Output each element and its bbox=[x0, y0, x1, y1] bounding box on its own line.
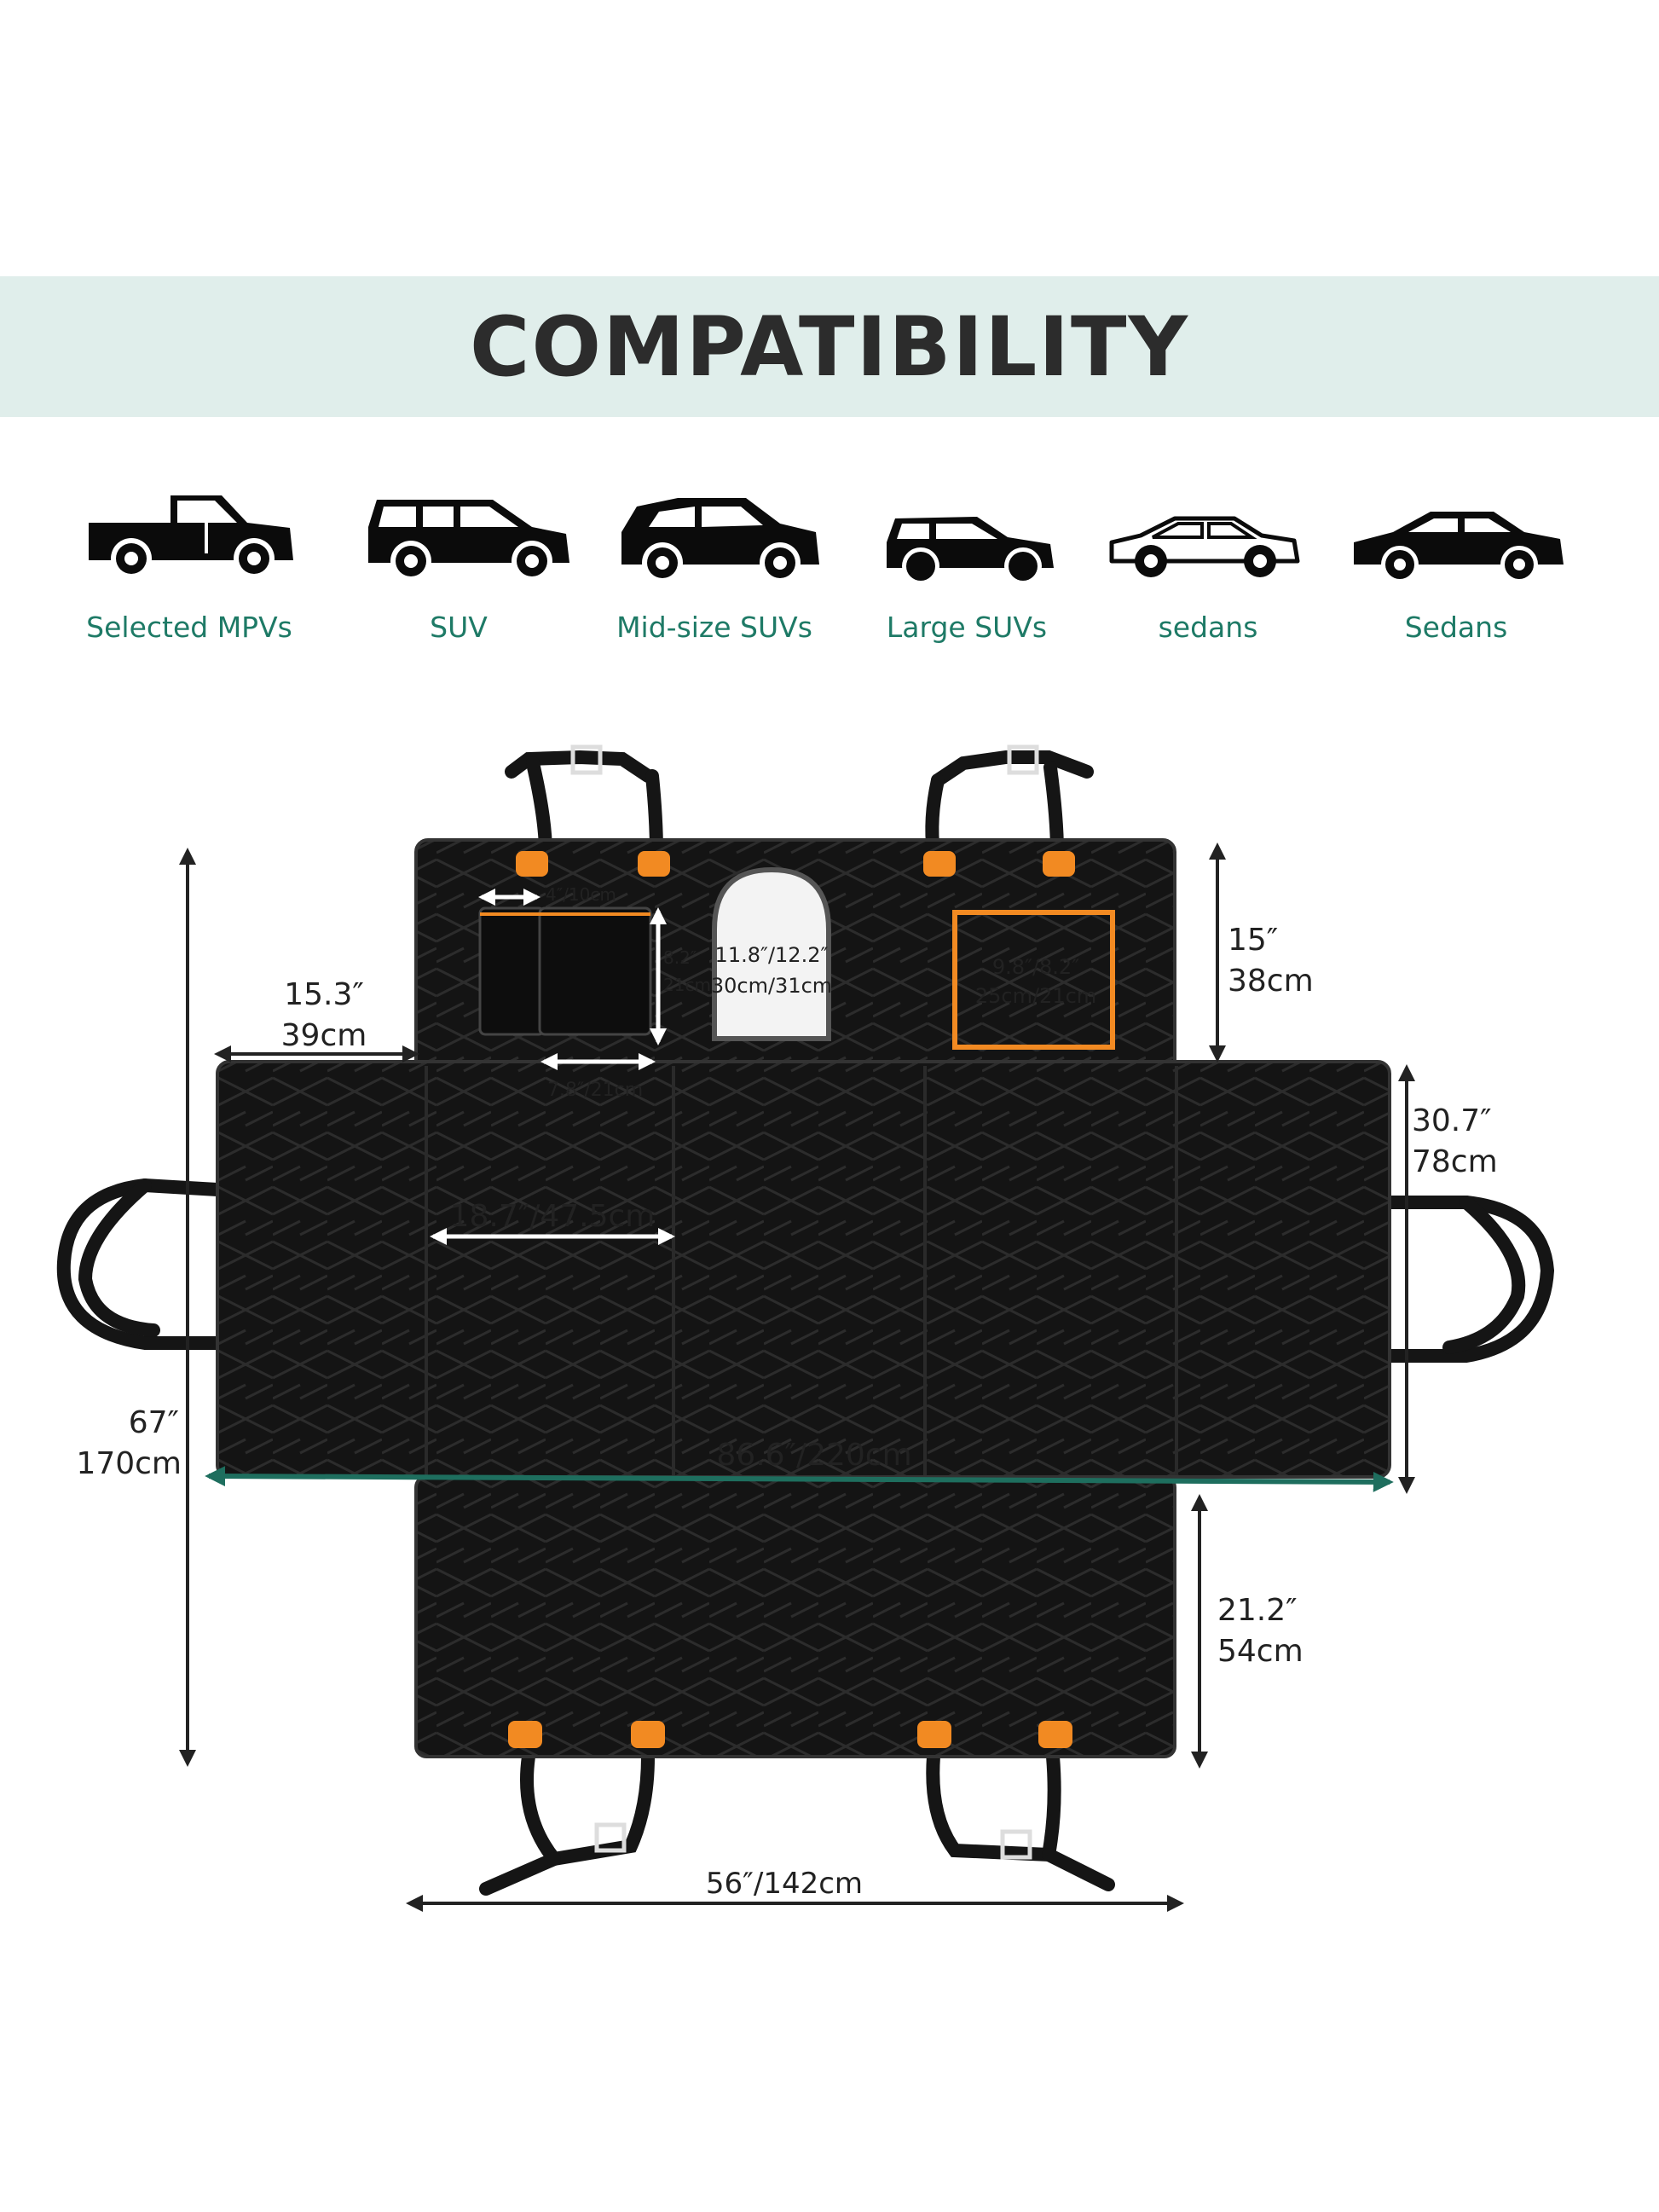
large-suv-icon bbox=[883, 513, 1058, 589]
label-velcro-in: 9.8″/8.2″ bbox=[992, 955, 1079, 979]
label-bottom-width: 56″/142cm bbox=[706, 1867, 863, 1901]
compatibility-banner: COMPATIBILITY bbox=[0, 276, 1659, 417]
midsize-suv-icon bbox=[618, 495, 823, 588]
label-total-length-cm: 170cm bbox=[76, 1446, 182, 1481]
label-front-flap-in: 21.2″ bbox=[1217, 1593, 1298, 1628]
vehicle-label-midsize-suv: Mid-size SUVs bbox=[616, 611, 812, 644]
label-side-flap-cm: 39cm bbox=[281, 1018, 367, 1053]
bottom-strap-right bbox=[926, 1750, 1115, 1891]
vehicle-label-suv: SUV bbox=[430, 611, 488, 644]
label-pocket-height-cm: 21cm bbox=[663, 975, 711, 995]
vehicle-label-sedans: Sedans bbox=[1404, 611, 1508, 644]
vehicle-label-sedans-lower: sedans bbox=[1158, 611, 1258, 644]
velcro-area bbox=[952, 910, 1115, 1050]
sedan-icon bbox=[1349, 505, 1570, 587]
side-strap-right bbox=[1383, 1196, 1555, 1363]
banner-title: COMPATIBILITY bbox=[470, 298, 1189, 395]
label-pocket-height-in: 8.2″ bbox=[663, 947, 697, 968]
orange-anchor-tabs bbox=[508, 851, 1075, 1748]
label-total-width: 86.6″/220cm bbox=[716, 1438, 911, 1473]
label-pocket-width: 7.8″/21cm bbox=[547, 1080, 643, 1101]
label-backrest-height-in: 15″ bbox=[1228, 923, 1278, 958]
vehicle-label-mpv: Selected MPVs bbox=[86, 611, 292, 644]
vehicle-label-large-suv: Large SUVs bbox=[886, 611, 1048, 644]
seat-panel bbox=[216, 1060, 1391, 1479]
label-window-in: 11.8″/12.2″ bbox=[715, 943, 829, 967]
label-panel-width: 18.7″/47.5cm bbox=[450, 1199, 656, 1234]
pickup-truck-icon bbox=[85, 490, 297, 583]
suv-icon bbox=[365, 493, 574, 586]
side-strap-left bbox=[56, 1178, 224, 1350]
storage-pockets bbox=[478, 906, 652, 1036]
label-seat-depth-cm: 78cm bbox=[1412, 1144, 1498, 1179]
strap-buckle bbox=[1000, 1829, 1032, 1860]
label-pocket-small-width: 4″/10cm bbox=[546, 884, 616, 905]
strap-buckle bbox=[1007, 744, 1039, 775]
strap-buckle bbox=[594, 1822, 627, 1853]
strap-buckle bbox=[570, 744, 603, 775]
label-backrest-height-cm: 38cm bbox=[1228, 964, 1314, 999]
front-flap-panel bbox=[414, 1475, 1176, 1758]
mesh-window bbox=[712, 866, 831, 1041]
label-velcro-cm: 25cm/21cm bbox=[975, 984, 1096, 1008]
label-side-flap-in: 15.3″ bbox=[284, 977, 364, 1012]
sedan-outline-icon bbox=[1107, 512, 1303, 583]
label-front-flap-cm: 54cm bbox=[1217, 1634, 1304, 1669]
bottom-strap-left bbox=[479, 1750, 655, 1896]
total-width-arrow bbox=[205, 1466, 1394, 1492]
label-seat-depth-in: 30.7″ bbox=[1412, 1103, 1492, 1138]
label-window-cm: 30cm/31cm bbox=[711, 974, 832, 998]
label-total-length-in: 67″ bbox=[129, 1405, 179, 1440]
